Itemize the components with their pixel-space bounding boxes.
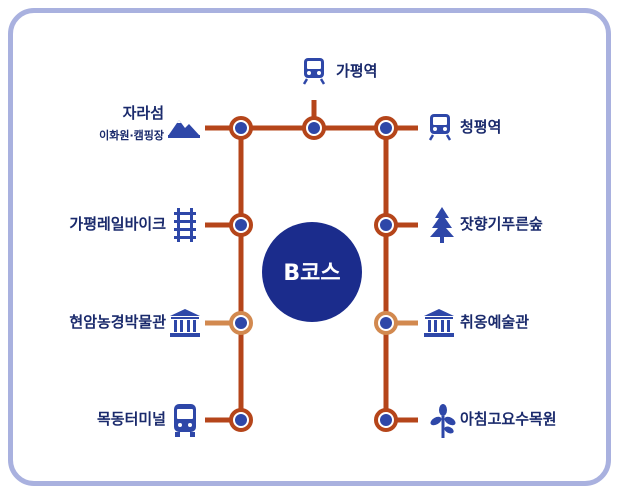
node-pine-forest[interactable] (374, 213, 398, 237)
label-jaraseom: 자라섬 (122, 104, 164, 122)
course-label: B코스 (283, 261, 341, 286)
label-garden: 아침고요수목원 (460, 410, 557, 428)
label-farm-museum: 현암농경박물관 (69, 313, 166, 331)
mountain-icon (168, 120, 200, 138)
label-cheongpyeong-station: 청평역 (460, 118, 502, 136)
node-jaraseom[interactable] (229, 116, 253, 140)
museum-icon (170, 309, 200, 337)
node-cheongpyeong[interactable] (374, 116, 398, 140)
label-gapyeong-station: 가평역 (336, 62, 378, 80)
node-farm-museum[interactable] (229, 311, 253, 335)
train-icon (302, 58, 326, 85)
label-terminal: 목동터미널 (96, 410, 166, 428)
node-gapyeong[interactable] (302, 116, 326, 140)
museum-icon (424, 309, 454, 337)
node-chwiong-art[interactable] (374, 311, 398, 335)
plant-icon (430, 404, 456, 438)
label-rail-bike: 가평레일바이크 (69, 215, 166, 233)
node-rail-bike[interactable] (229, 213, 253, 237)
pine-tree-icon (430, 207, 454, 243)
label-jaraseom-sub: 이화원·캠핑장 (99, 129, 164, 142)
label-pine-forest: 잣향기푸른숲 (460, 215, 543, 233)
rail-ladder-icon (174, 208, 196, 242)
node-garden[interactable] (374, 408, 398, 432)
course-circle (262, 222, 362, 322)
bus-icon (174, 404, 196, 437)
train-icon (428, 114, 452, 141)
node-terminal[interactable] (229, 408, 253, 432)
label-chwiong-art: 취옹예술관 (460, 313, 530, 331)
